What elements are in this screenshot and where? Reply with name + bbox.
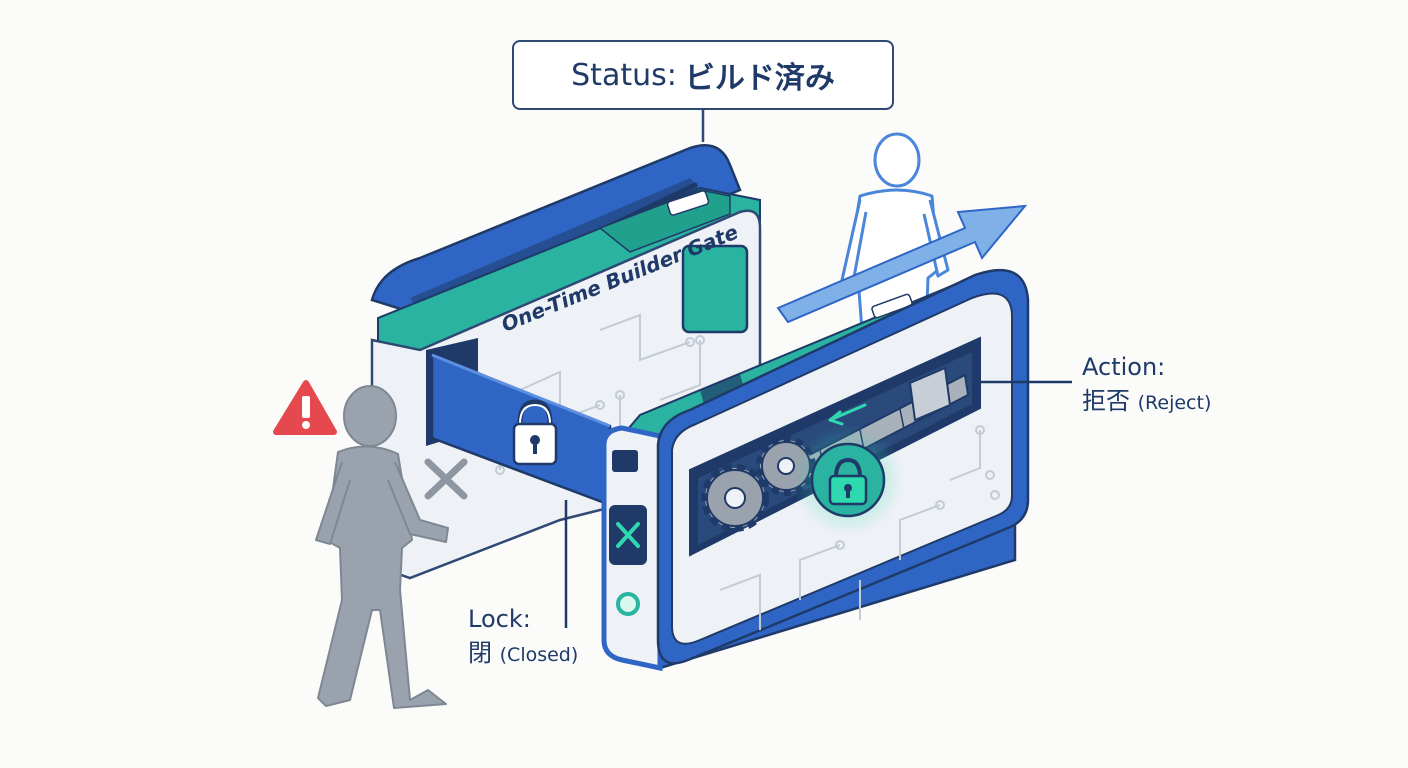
status-led-icon: [616, 592, 640, 616]
lock-value-en: (Closed): [499, 644, 579, 666]
action-label: Action: 拒否 (Reject): [1082, 350, 1211, 420]
status-box: Status: ビルド済み: [512, 40, 894, 110]
status-value: ビルド済み: [684, 61, 835, 96]
action-value-en: (Reject): [1137, 392, 1212, 414]
action-value-jp: 拒否: [1082, 387, 1130, 415]
lock-label: Lock: 閉 (Closed): [468, 602, 578, 672]
lock-label-title: Lock:: [468, 605, 531, 633]
lock-value-jp: 閉: [468, 639, 492, 667]
x-mark-icon: [424, 458, 468, 500]
warning-icon: [273, 380, 337, 435]
blocked-person: [315, 385, 449, 709]
padlock-icon: [512, 399, 558, 466]
padlock-icon: [810, 442, 886, 518]
arrow-icon: [776, 204, 1028, 324]
front-gate: [601, 268, 1030, 672]
action-label-title: Action:: [1082, 353, 1166, 381]
status-prefix: Status:: [571, 57, 677, 93]
